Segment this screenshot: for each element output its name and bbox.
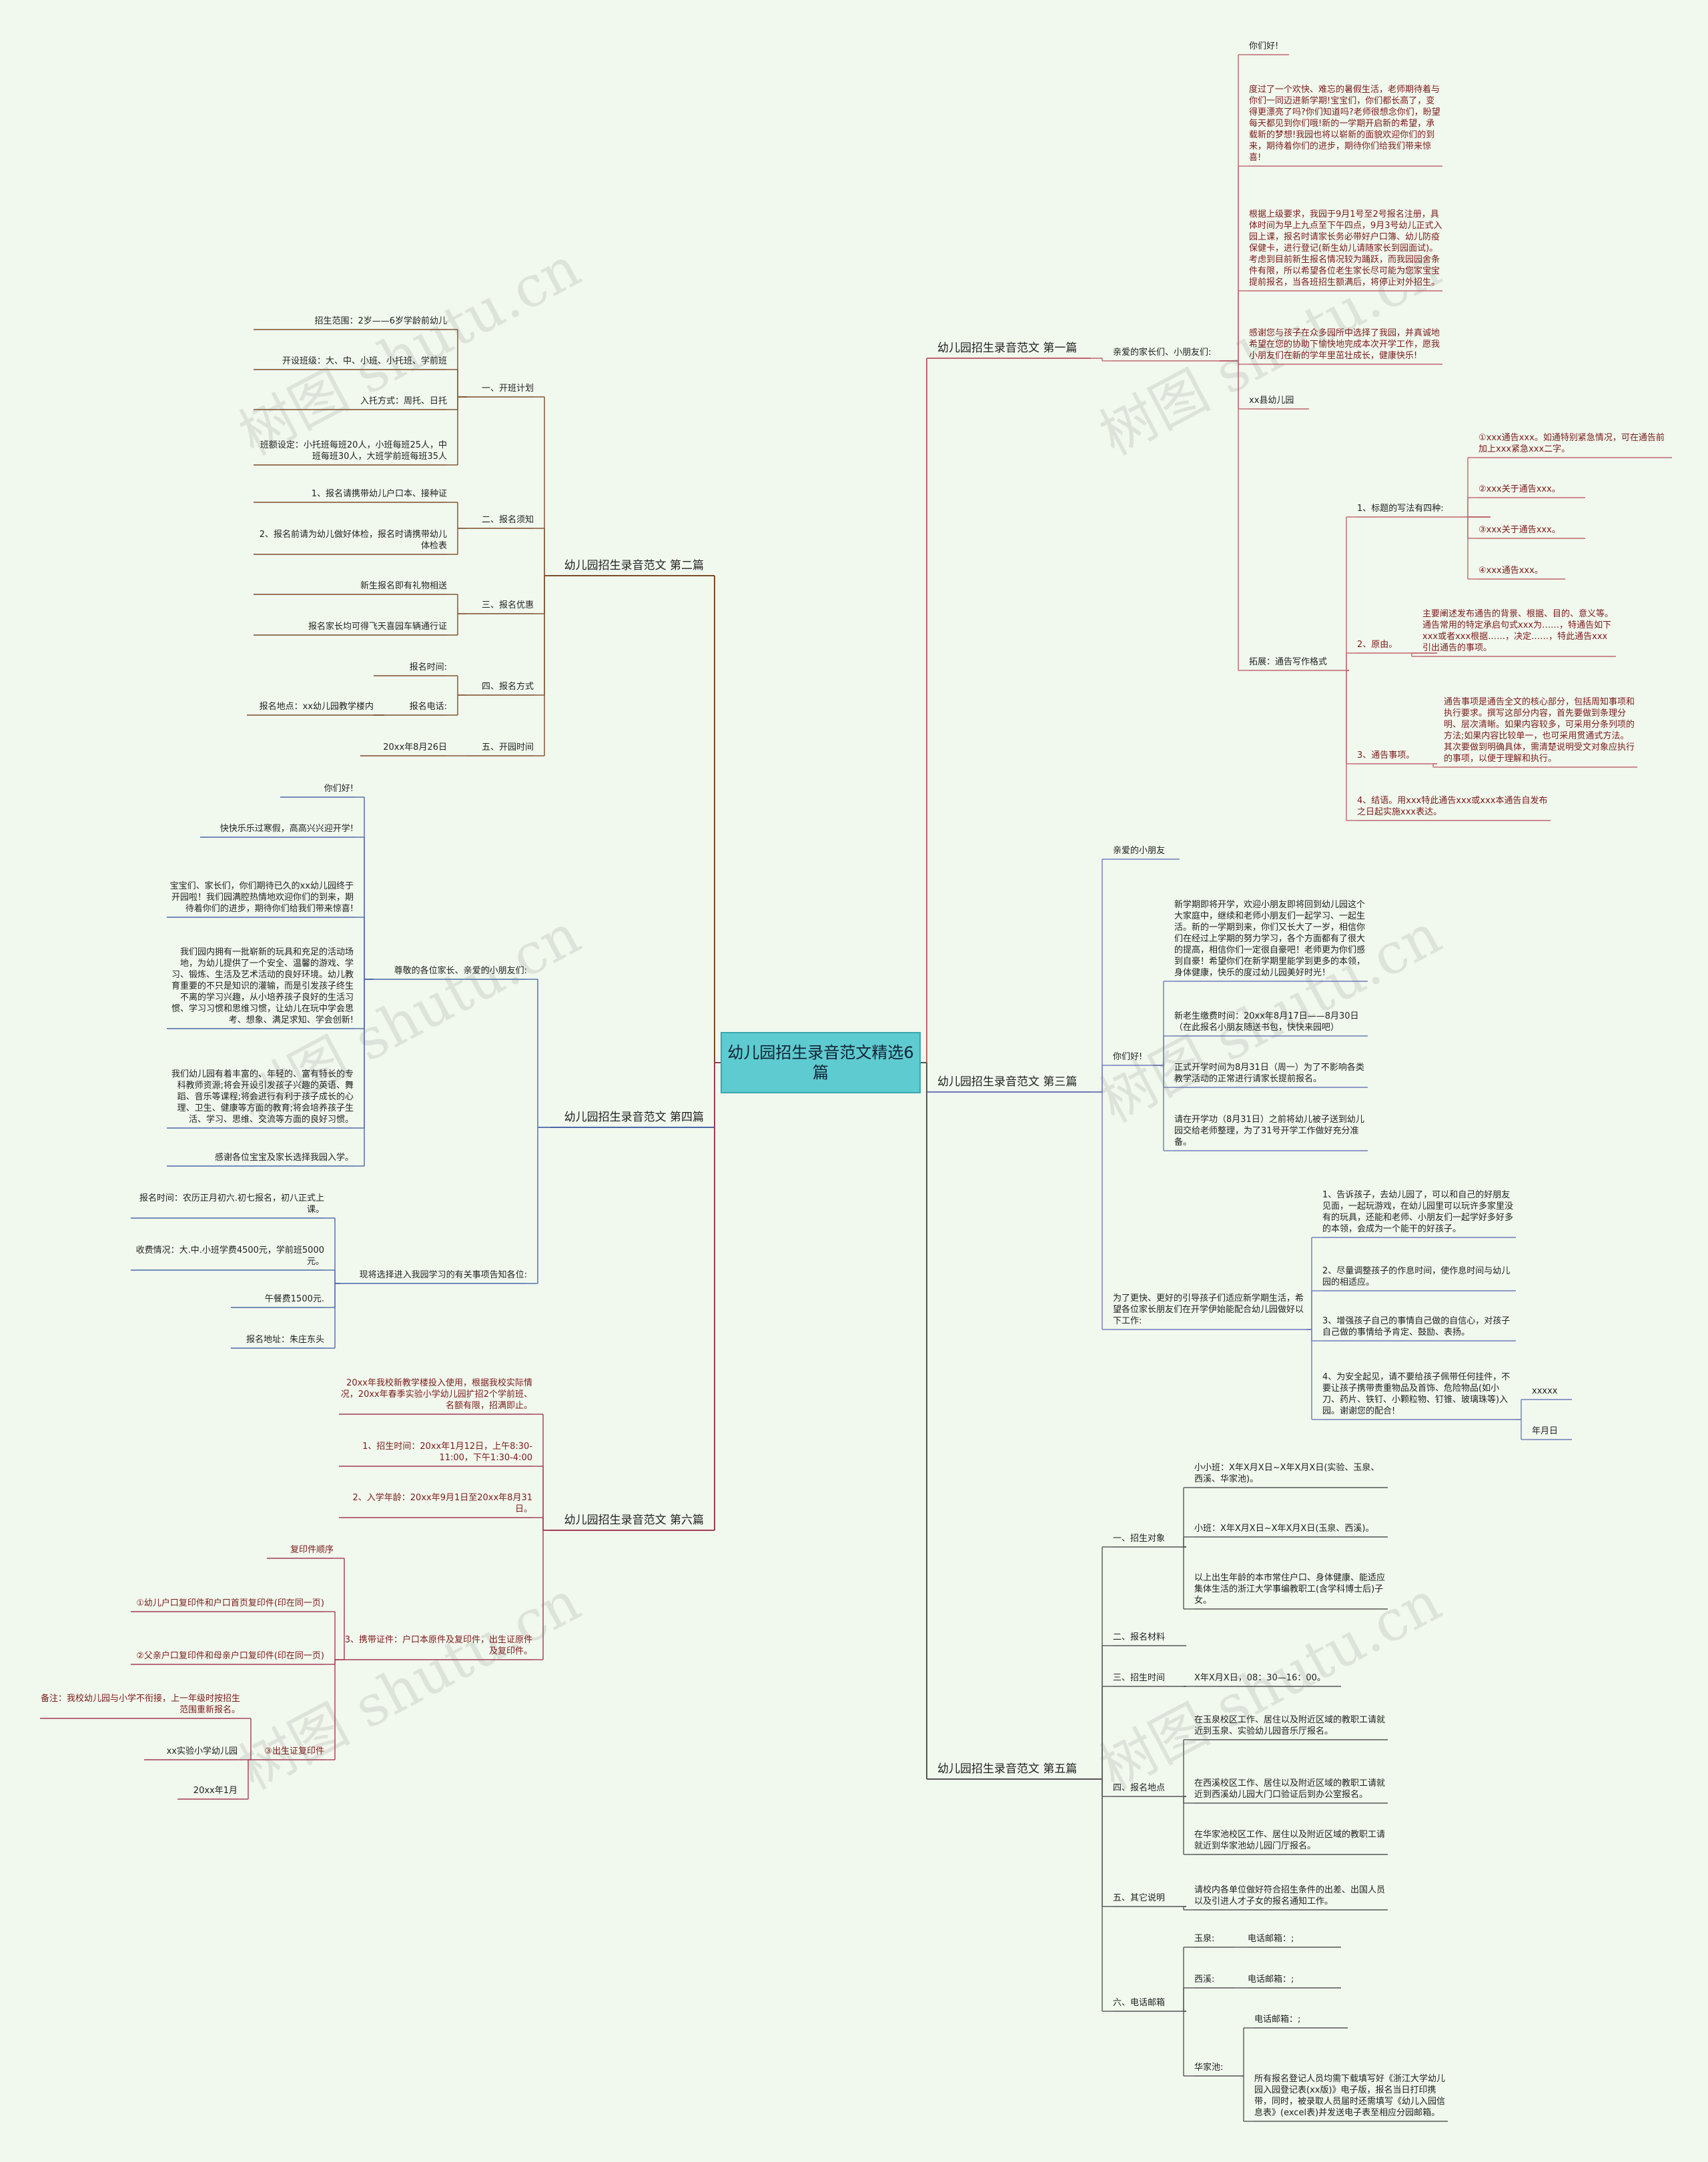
node-b2s5a[interactable]: 20xx年8月26日 bbox=[383, 742, 447, 752]
node-b2s2b[interactable]: 2、报名前请为幼儿做好体检，报名时请携带幼儿体检表 bbox=[259, 530, 447, 551]
node-b1x[interactable]: 拓展：通告写作格式 bbox=[1249, 657, 1328, 667]
node-b2s4[interactable]: 四、报名方式 bbox=[481, 682, 534, 692]
node-b3b2[interactable]: 新老生缴费时间：20xx年8月17日——8月30日（在此报名小朋友随送书包，快快… bbox=[1174, 1011, 1359, 1033]
node-b3c4b[interactable]: 年月日 bbox=[1532, 1426, 1559, 1436]
node-b3a[interactable]: 亲爱的小朋友 bbox=[1113, 846, 1166, 856]
node-b2s1b[interactable]: 开设班级：大、中、小班、小托班、学前班 bbox=[282, 356, 447, 366]
node-b5s1c[interactable]: 以上出生年龄的本市常住户口、身体健康、能适应集体生活的浙江大学事编教职工(含学科… bbox=[1194, 1573, 1386, 1606]
node-b4a6[interactable]: 感谢各位宝宝及家长选择我园入学。 bbox=[214, 1153, 354, 1163]
node-b2s4c[interactable]: 报名地点：xx幼儿园教学楼内 bbox=[259, 702, 374, 712]
node-b4b[interactable]: 现将选择进入我园学习的有关事项告知各位: bbox=[359, 1270, 527, 1280]
node-b4a3[interactable]: 宝宝们、家长们，你们期待已久的xx幼儿园终于开园啦！我们园满腔热情地欢迎你们的到… bbox=[169, 881, 354, 914]
node-b5s6a[interactable]: 玉泉: bbox=[1194, 1934, 1215, 1944]
node-b1e1[interactable]: 1、标题的写法有四种: bbox=[1357, 504, 1444, 514]
node-b4a4[interactable]: 我们园内拥有一批崭新的玩具和充足的活动场地，为幼儿提供了一个安全、温馨的游戏、学… bbox=[171, 947, 354, 1025]
node-b1t1[interactable]: 你们好! bbox=[1249, 41, 1279, 51]
node-b3b3[interactable]: 正式开学时间为8月31日（周一）为了不影响各类教学活动的正常进行请家长提前报名。 bbox=[1174, 1063, 1364, 1084]
node-b2s4a[interactable]: 报名时间: bbox=[409, 662, 447, 672]
node-b3c4[interactable]: 4、为安全起见，请不要给孩子佩带任何挂件，不要让孩子携带贵重物品及首饰、危险物品… bbox=[1322, 1372, 1511, 1416]
node-b6d3c[interactable]: 20xx年1月 bbox=[193, 1786, 238, 1796]
node-b4b2[interactable]: 收费情况：大.中.小班学费4500元，学前班5000元。 bbox=[135, 1245, 324, 1267]
node-b4a5[interactable]: 我们幼儿园有着丰富的、年轻的、富有特长的专科教师资源;将会开设引发孩子兴趣的英语… bbox=[171, 1069, 354, 1125]
node-b3c3[interactable]: 3、增强孩子自己的事情自己做的自信心，对孩子自己做的事情给予肯定、鼓励、表扬。 bbox=[1322, 1316, 1511, 1337]
node-b6d[interactable]: 3、携带证件：户口本原件及复印件，出生证原件及复印件。 bbox=[344, 1635, 532, 1656]
node-b4b1[interactable]: 报名时间：农历正月初六.初七报名，初八正式上课。 bbox=[139, 1193, 324, 1215]
node-b4b4[interactable]: 报名地址：朱庄东头 bbox=[246, 1335, 324, 1345]
node-b5s4c[interactable]: 在华家池校区工作、居住以及附近区域的教职工请就近到华家池幼儿园门厅报名。 bbox=[1194, 1830, 1386, 1851]
node-b3[interactable]: 幼儿园招生录音范文 第三篇 bbox=[937, 1075, 1078, 1089]
node-b1e1b[interactable]: ②xxx关于通告xxx。 bbox=[1478, 484, 1561, 494]
node-b5s6c2[interactable]: 所有报名登记人员均需下载填写好《浙江大学幼儿园入园登记表(xx版)》电子版，报名… bbox=[1254, 2074, 1446, 2118]
node-b5s6c1[interactable]: 电话邮箱：; bbox=[1254, 2015, 1301, 2025]
node-b2[interactable]: 幼儿园招生录音范文 第二篇 bbox=[564, 559, 704, 572]
node-b4[interactable]: 幼儿园招生录音范文 第四篇 bbox=[564, 1111, 704, 1124]
node-b5s5[interactable]: 五、其它说明 bbox=[1113, 1893, 1166, 1903]
node-b4b3[interactable]: 午餐费1500元. bbox=[264, 1294, 324, 1304]
node-b6d3b[interactable]: xx实验小学幼儿园 bbox=[166, 1746, 238, 1756]
node-b5s6b[interactable]: 西溪: bbox=[1194, 1975, 1215, 1985]
root-topic[interactable]: 幼儿园招生录音范文精选6篇 bbox=[721, 1032, 921, 1093]
node-b2s3[interactable]: 三、报名优惠 bbox=[481, 600, 534, 610]
node-b1e1d[interactable]: ④xxx通告xxx。 bbox=[1478, 566, 1543, 576]
node-b1e4[interactable]: 4、结语。用xxx特此通告xxx或xxx本通告自发布之日起实施xxx表达。 bbox=[1357, 796, 1548, 817]
node-b1t4[interactable]: 感谢您与孩子在众多园所中选择了我园，并真诚地希望在您的协助下愉快地完成本次开学工… bbox=[1249, 328, 1440, 361]
node-b4a[interactable]: 尊敬的各位家长、亲爱的小朋友们: bbox=[394, 966, 527, 976]
node-b5s2[interactable]: 二、报名材料 bbox=[1113, 1632, 1166, 1642]
node-b3c4a[interactable]: xxxxx bbox=[1532, 1386, 1558, 1396]
node-b5s1b[interactable]: 小班：X年X月X日~X年X月X日(玉泉、西溪)。 bbox=[1194, 1524, 1374, 1534]
node-b1e1c[interactable]: ③xxx关于通告xxx。 bbox=[1478, 525, 1561, 535]
node-b4a2[interactable]: 快快乐乐过寒假，高高兴兴迎开学! bbox=[220, 824, 354, 834]
node-b2s3a[interactable]: 新生报名即有礼物相送 bbox=[360, 581, 447, 591]
node-b5s1a[interactable]: 小小班：X年X月X日~X年X月X日(实验、玉泉、西溪、华家池)。 bbox=[1194, 1463, 1380, 1484]
node-b2s1c[interactable]: 入托方式：周托、日托 bbox=[360, 396, 447, 406]
node-b5[interactable]: 幼儿园招生录音范文 第五篇 bbox=[937, 1762, 1078, 1776]
node-b1t5[interactable]: xx县幼儿园 bbox=[1249, 396, 1294, 406]
node-b6a[interactable]: 20xx年我校新教学楼投入使用，根据我校实际情况，20xx年春季实验小学幼儿园扩… bbox=[340, 1378, 532, 1411]
node-b6d1[interactable]: ①幼儿户口复印件和户口首页复印件(印在同一页) bbox=[136, 1598, 324, 1608]
node-b5s4[interactable]: 四、报名地点 bbox=[1113, 1783, 1166, 1793]
node-b5s3a[interactable]: X年X月X日，08：30—16：00。 bbox=[1194, 1673, 1326, 1683]
node-b1e1a[interactable]: ①xxx通告xxx。如通特别紧急情况，可在通告前加上xxx紧急xxx二字。 bbox=[1478, 433, 1665, 454]
node-b6d2[interactable]: ②父亲户口复印件和母亲户口复印件(印在同一页) bbox=[136, 1651, 324, 1661]
node-b6[interactable]: 幼儿园招生录音范文 第六篇 bbox=[564, 1514, 704, 1527]
node-b2s2a[interactable]: 1、报名请携带幼儿户口本、接种证 bbox=[311, 489, 447, 499]
node-b5s6[interactable]: 六、电话邮箱 bbox=[1113, 1998, 1166, 2008]
node-b1e3[interactable]: 3、通告事项。 bbox=[1357, 750, 1415, 760]
node-b5s6a1[interactable]: 电话邮箱：; bbox=[1248, 1934, 1294, 1944]
node-b2s1a[interactable]: 招生范围：2岁——6岁学龄前幼儿 bbox=[314, 316, 447, 326]
node-b1t3[interactable]: 根据上级要求，我园于9月1号至2号报名注册，具体时间为早上九点至下午四点，9月3… bbox=[1249, 209, 1442, 288]
node-b6d0[interactable]: 复印件顺序 bbox=[290, 1545, 334, 1555]
node-b3c1[interactable]: 1、告诉孩子，去幼儿园了，可以和自己的好朋友见面，一起玩游戏，在幼儿园里可以玩许… bbox=[1322, 1190, 1514, 1234]
node-b1e2a[interactable]: 主要阐述发布通告的背景、根据、目的、意义等。通告常用的特定承启句式xxx为……，… bbox=[1422, 609, 1614, 653]
node-b3c[interactable]: 为了更快、更好的引导孩子们适应新学期生活，希望各位家长朋友们在开学伊始能配合幼儿… bbox=[1113, 1293, 1304, 1326]
node-b5s4a[interactable]: 在玉泉校区工作、居住以及附近区域的教职工请就近到玉泉、实验幼儿园音乐厅报名。 bbox=[1194, 1715, 1386, 1736]
node-b5s4b[interactable]: 在西溪校区工作、居住以及附近区域的教职工请就近到西溪幼儿园大门口验证后到办公室报… bbox=[1194, 1778, 1386, 1800]
node-b3c2[interactable]: 2、尽量调整孩子的作息时间，使作息时间与幼儿园的相适应。 bbox=[1322, 1266, 1511, 1287]
node-b2s2[interactable]: 二、报名须知 bbox=[481, 515, 534, 525]
node-b5s6c[interactable]: 华家池: bbox=[1194, 2063, 1224, 2073]
node-b1e2[interactable]: 2、原由。 bbox=[1357, 640, 1398, 650]
node-b2s1[interactable]: 一、开班计划 bbox=[481, 384, 534, 394]
node-b6d3a[interactable]: 备注：我校幼儿园与小学不衔接，上一年级时按招生范围重新报名。 bbox=[40, 1694, 240, 1715]
node-b5s3[interactable]: 三、招生时间 bbox=[1113, 1673, 1166, 1683]
node-b2s1d[interactable]: 班额设定：小托班每班20人，小班每班25人，中班每班30人，大班学前班每班35人 bbox=[260, 440, 447, 462]
node-b6b[interactable]: 1、招生时间：20xx年1月12日，上午8:30-11:00，下午1:30-4:… bbox=[362, 1442, 532, 1463]
node-b6d3[interactable]: ③出生证复印件 bbox=[264, 1746, 324, 1756]
node-b1e3a[interactable]: 通告事项是通告全文的核心部分，包括周知事项和执行要求。撰写这部分内容，首先要做到… bbox=[1444, 697, 1635, 764]
node-b3b[interactable]: 你们好! bbox=[1113, 1052, 1143, 1062]
node-b5s6b1[interactable]: 电话邮箱：; bbox=[1248, 1975, 1294, 1985]
node-b1g[interactable]: 亲爱的家长们、小朋友们: bbox=[1113, 348, 1212, 358]
node-b1[interactable]: 幼儿园招生录音范文 第一篇 bbox=[937, 342, 1078, 355]
node-b1t2[interactable]: 度过了一个欢快、难忘的暑假生活，老师期待着与你们一同迈进新学期!宝宝们，你们都长… bbox=[1249, 85, 1440, 163]
node-b2s3b[interactable]: 报名家长均可得飞天喜园车辆通行证 bbox=[308, 622, 447, 632]
node-b5s5a[interactable]: 请校内各单位做好符合招生条件的出差、出国人员以及引进人才子女的报名通知工作。 bbox=[1194, 1885, 1386, 1907]
node-b5s1[interactable]: 一、招生对象 bbox=[1113, 1534, 1166, 1544]
node-b4a1[interactable]: 你们好! bbox=[324, 784, 354, 794]
node-b3b1[interactable]: 新学期即将开学，欢迎小朋友即将回到幼儿园这个大家庭中，继续和老师小朋友们一起学习… bbox=[1174, 900, 1366, 978]
node-b3b4[interactable]: 请在开学功（8月31日）之前将幼儿被子送到幼儿园交给老师整理，为了31号开学工作… bbox=[1174, 1115, 1364, 1147]
node-b6c[interactable]: 2、入学年龄：20xx年9月1日至20xx年8月31日。 bbox=[352, 1493, 532, 1514]
node-b2s5[interactable]: 五、开园时间 bbox=[481, 742, 534, 752]
node-b2s4b[interactable]: 报名电话: bbox=[409, 702, 447, 712]
